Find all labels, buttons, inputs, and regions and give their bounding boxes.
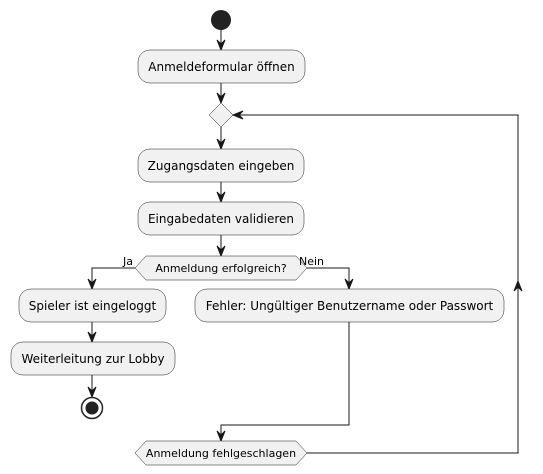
arrowhead [216,92,226,105]
merge-node [208,102,234,128]
arrowhead-up [513,279,523,292]
arrowhead [216,138,226,151]
activity-redirect-lobby-label: Weiterleitung zur Lobby [21,352,164,366]
arrowhead [216,191,226,204]
arrowhead [216,245,226,258]
activity-enter-credentials-label: Zugangsdaten eingeben [148,159,295,173]
activity-redirect-lobby: Weiterleitung zur Lobby [10,341,176,376]
branch-label-no: Nein [299,255,324,268]
arrowhead [344,278,354,291]
edge-error-to-failed [220,322,350,435]
activity-logged-in: Spieler ist eingeloggt [18,288,167,323]
decision-login-success: Anmeldung erfolgreich? [134,255,308,281]
decision-login-failed-label: Anmeldung fehlgeschlagen [146,447,296,460]
activity-validate-input-label: Eingabedaten validieren [148,212,294,226]
activity-error-label: Fehler: Ungültiger Benutzername oder Pas… [206,299,494,313]
activity-logged-in-label: Spieler ist eingeloggt [29,299,157,313]
activity-enter-credentials: Zugangsdaten eingeben [137,148,305,183]
arrowhead [87,331,97,344]
decision-login-success-label: Anmeldung erfolgreich? [155,262,286,275]
activity-validate-input: Eingabedaten validieren [137,201,305,236]
arrowhead-left [231,110,244,120]
edge-yes-branch [91,267,135,283]
branch-label-yes: Ja [122,255,133,268]
arrowhead [87,278,97,291]
arrowhead [87,386,97,399]
start-node [211,10,231,30]
decision-login-failed: Anmeldung fehlgeschlagen [134,440,308,466]
stop-node [80,396,104,420]
activity-open-form-label: Anmeldeformular öffnen [148,60,294,74]
arrowhead [216,430,226,443]
arrowhead [216,39,226,52]
activity-open-form: Anmeldeformular öffnen [137,49,306,84]
activity-error: Fehler: Ungültiger Benutzername oder Pas… [194,288,505,323]
edge-no-branch [307,267,350,283]
